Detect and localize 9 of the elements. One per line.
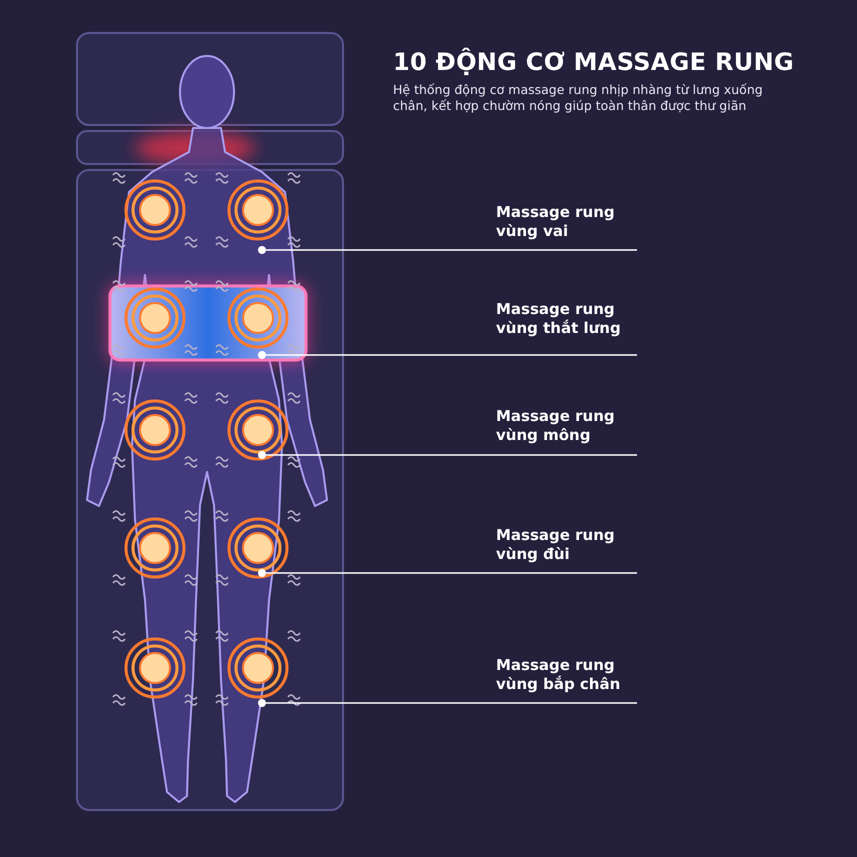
leader-line: [266, 702, 637, 704]
region-label: Massage rung vùng thắt lưng: [496, 300, 637, 355]
region-label: Massage rung vùng bắp chân: [496, 656, 637, 703]
region-label: Massage rung vùng mông: [496, 407, 637, 455]
region-label: Massage rung vùng đùi: [496, 526, 637, 573]
description-text: Hệ thống động cơ massage rung nhịp nhàng từ lưng xuống chân, kết hợp chườm nóng giúp toàn thân được thư giãn: [393, 82, 764, 114]
region-label: Massage rung vùng vai: [496, 203, 637, 250]
leader-line: [266, 249, 637, 251]
title: 10 ĐỘNG CƠ MASSAGE RUNG: [393, 48, 794, 76]
